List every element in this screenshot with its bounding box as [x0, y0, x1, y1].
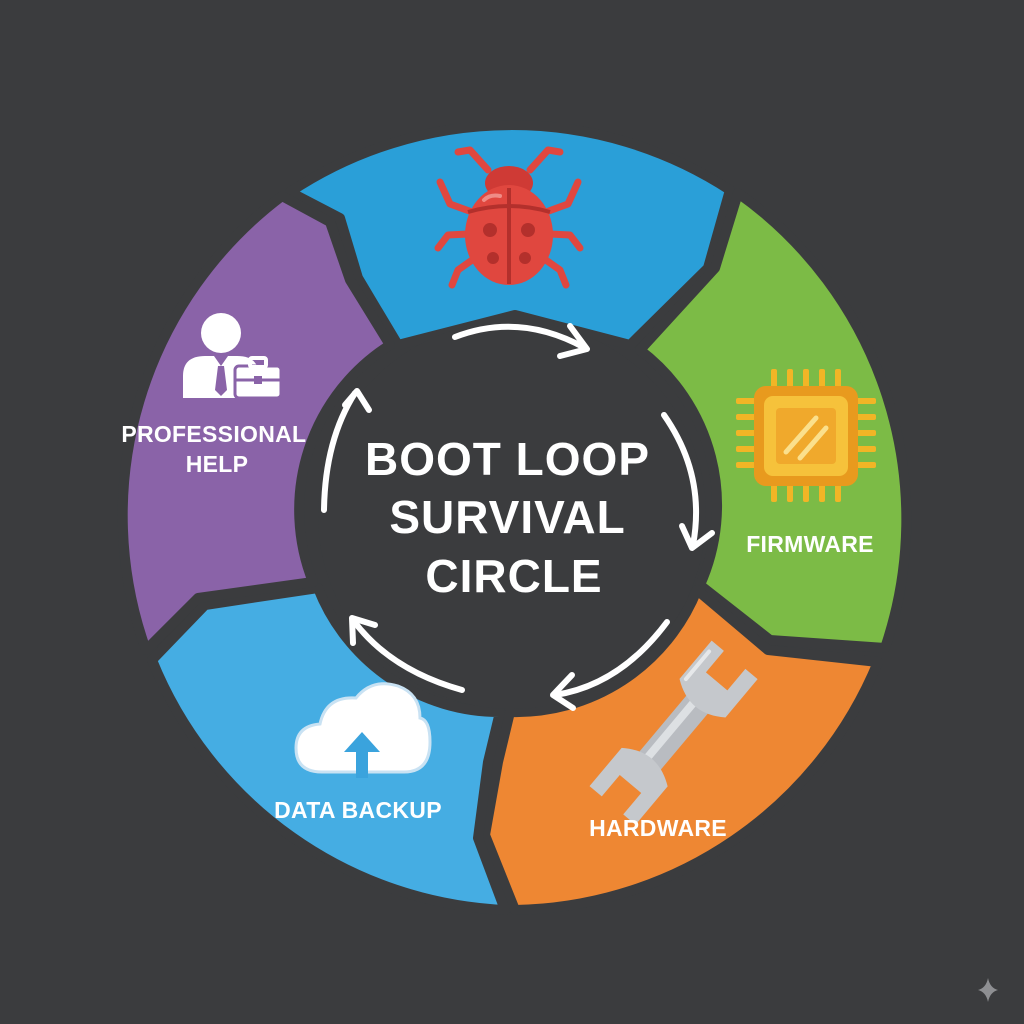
- cycle-arrows: [321, 323, 715, 711]
- segment-label-firmware: FIRMWARE: [746, 531, 874, 557]
- cloud-upload-icon: [294, 682, 432, 778]
- title-line-1: BOOT LOOP: [365, 433, 649, 485]
- segment-label-hardware: HARDWARE: [589, 815, 727, 841]
- cycle-arrow-left-lower-head: [349, 615, 378, 646]
- cycle-arrow-top-head: [557, 323, 590, 359]
- title-line-2: SURVIVAL: [389, 491, 625, 543]
- sparkle-icon: [978, 978, 998, 1002]
- segment-label-professional-help-line-2: HELP: [186, 451, 249, 477]
- chip-icon: [736, 369, 876, 502]
- bug-icon: [434, 146, 584, 289]
- center-disc: [318, 321, 706, 709]
- businessman-icon: [183, 313, 283, 400]
- cycle-arrow-right-head: [679, 523, 715, 551]
- diagram-title: BOOT LOOP SURVIVAL CIRCLE: [365, 433, 663, 602]
- cycle-arrow-bottom-head: [550, 672, 576, 711]
- cycle-arrow-top: [452, 323, 588, 351]
- title-line-3: CIRCLE: [425, 550, 602, 602]
- cycle-arrow-right: [661, 412, 700, 548]
- segment-label-professional-help-line-1: PROFESSIONAL: [121, 421, 306, 447]
- segment-label-professional-help: PROFESSIONAL HELP: [121, 421, 312, 477]
- cycle-arrow-left-upper-head: [342, 388, 372, 413]
- cycle-arrow-left-lower: [350, 617, 465, 693]
- wrench-icon: [589, 640, 758, 825]
- cycle-arrow-bottom: [552, 619, 670, 698]
- segment-hardware: [480, 585, 883, 915]
- segment-label-data-backup: DATA BACKUP: [274, 797, 442, 823]
- segment-professional-help: [117, 191, 395, 655]
